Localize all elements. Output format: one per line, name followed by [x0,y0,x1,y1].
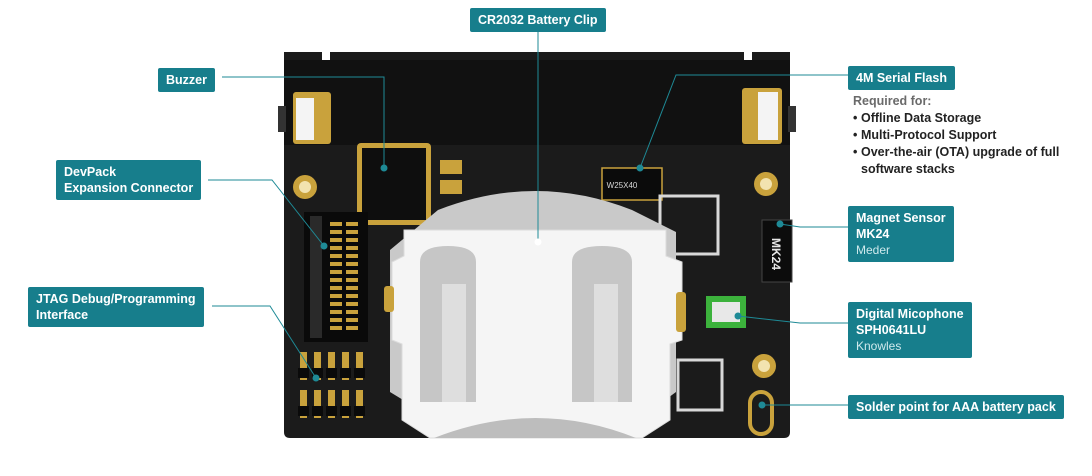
callout-buzzer-text: Buzzer [166,73,207,87]
jtag-pin [314,352,321,380]
flash-note-heading: Required for: [853,94,932,108]
jtag-pin [328,352,335,380]
jtag-pin [356,390,363,418]
jtag-pin-base [312,368,323,378]
devpack-pin [346,278,358,282]
callout-flash: 4M Serial Flash [848,66,956,90]
devpack-pin [346,246,358,250]
callout-microphone: Digital Micophone SPH0641LU Knowles [848,302,972,358]
devpack-pin [346,326,358,330]
devpack-pin [330,294,342,298]
flash-note-list: Offline Data Storage Multi-Protocol Supp… [853,110,1059,178]
devpack-pin [330,310,342,314]
right-tab [788,106,796,132]
devpack-pin [346,286,358,290]
jtag-pin [328,390,335,418]
callout-devpack-line2: Expansion Connector [64,181,194,195]
devpack-pin [346,270,358,274]
leader-dots [312,164,784,409]
pcb-top-band [284,60,790,145]
jtag-pin-base [298,368,309,378]
flash-note-item: Offline Data Storage [853,110,1059,127]
jtag-pin-base [326,406,337,416]
devpack-pin [330,278,342,282]
callout-magnet-sensor: Magnet Sensor MK24 Meder [848,206,954,262]
devpack-pins [330,222,358,330]
devpack-pin [346,310,358,314]
callout-devpack-line1: DevPack [64,165,117,179]
jtag-pin-base [298,406,309,416]
jtag-pin [356,352,363,380]
devpack-pin [330,302,342,306]
magnet-sensor [761,219,793,283]
callout-mic-line2: SPH0641LU [856,323,927,337]
devpack-pin [346,294,358,298]
flash-note-item: Multi-Protocol Support [853,127,1059,144]
jtag-pin [300,390,307,418]
callout-solder-text: Solder point for AAA battery pack [856,400,1056,414]
callout-buzzer: Buzzer [158,68,215,92]
devpack-pin [330,286,342,290]
jtag-pin [342,352,349,380]
callout-flash-text: 4M Serial Flash [856,71,948,85]
jtag-pin [300,352,307,380]
jtag-pin-base [312,406,323,416]
devpack-pin [346,222,358,226]
devpack-pin [346,302,358,306]
callout-jtag-line1: JTAG Debug/Programming [36,292,196,306]
left-tab [278,106,286,132]
flash-chip [601,167,663,201]
jtag-pin-base [326,368,337,378]
callout-devpack: DevPack Expansion Connector [56,160,202,200]
devpack-pin [346,318,358,322]
jtag-pin [314,390,321,418]
callout-magnet-sub: Meder [856,243,891,257]
devpack-pin [330,230,342,234]
solder-point [748,390,774,436]
jtag-pin-base [340,406,351,416]
devpack-pin [346,254,358,258]
jtag-header [298,352,365,418]
devpack-pin [330,262,342,266]
callout-magnet-line1: Magnet Sensor [856,211,946,225]
leader-lines [208,28,848,406]
devpack-pin [330,238,342,242]
callout-battery-clip: CR2032 Battery Clip [470,8,606,32]
devpack-pin [330,222,342,226]
devpack-pin [346,230,358,234]
devpack-pin [346,262,358,266]
magnet-sensor-label: MK24 [769,238,783,270]
callout-mic-sub: Knowles [856,339,902,353]
jtag-pin [342,390,349,418]
jtag-pin-base [354,406,365,416]
jtag-pin-base [354,368,365,378]
flash-chip-label: W25X40 [607,181,638,190]
devpack-pin [330,318,342,322]
callout-jtag: JTAG Debug/Programming Interface [28,287,204,327]
callout-jtag-line2: Interface [36,308,89,322]
devpack-pin [330,246,342,250]
devpack-pin [330,254,342,258]
flash-note-item-continued: software stacks [861,162,955,176]
flash-note-item: Over-the-air (OTA) upgrade of full [853,144,1059,161]
devpack-pin [330,270,342,274]
flash-note: Required for: Offline Data Storage Multi… [853,93,1059,178]
callout-magnet-line2: MK24 [856,227,890,241]
callout-mic-line1: Digital Micophone [856,307,964,321]
jtag-pin-base [340,368,351,378]
devpack-pin [346,238,358,242]
devpack-pin [330,326,342,330]
callout-battery-clip-text: CR2032 Battery Clip [478,13,598,27]
callout-solder-point: Solder point for AAA battery pack [848,395,1064,419]
